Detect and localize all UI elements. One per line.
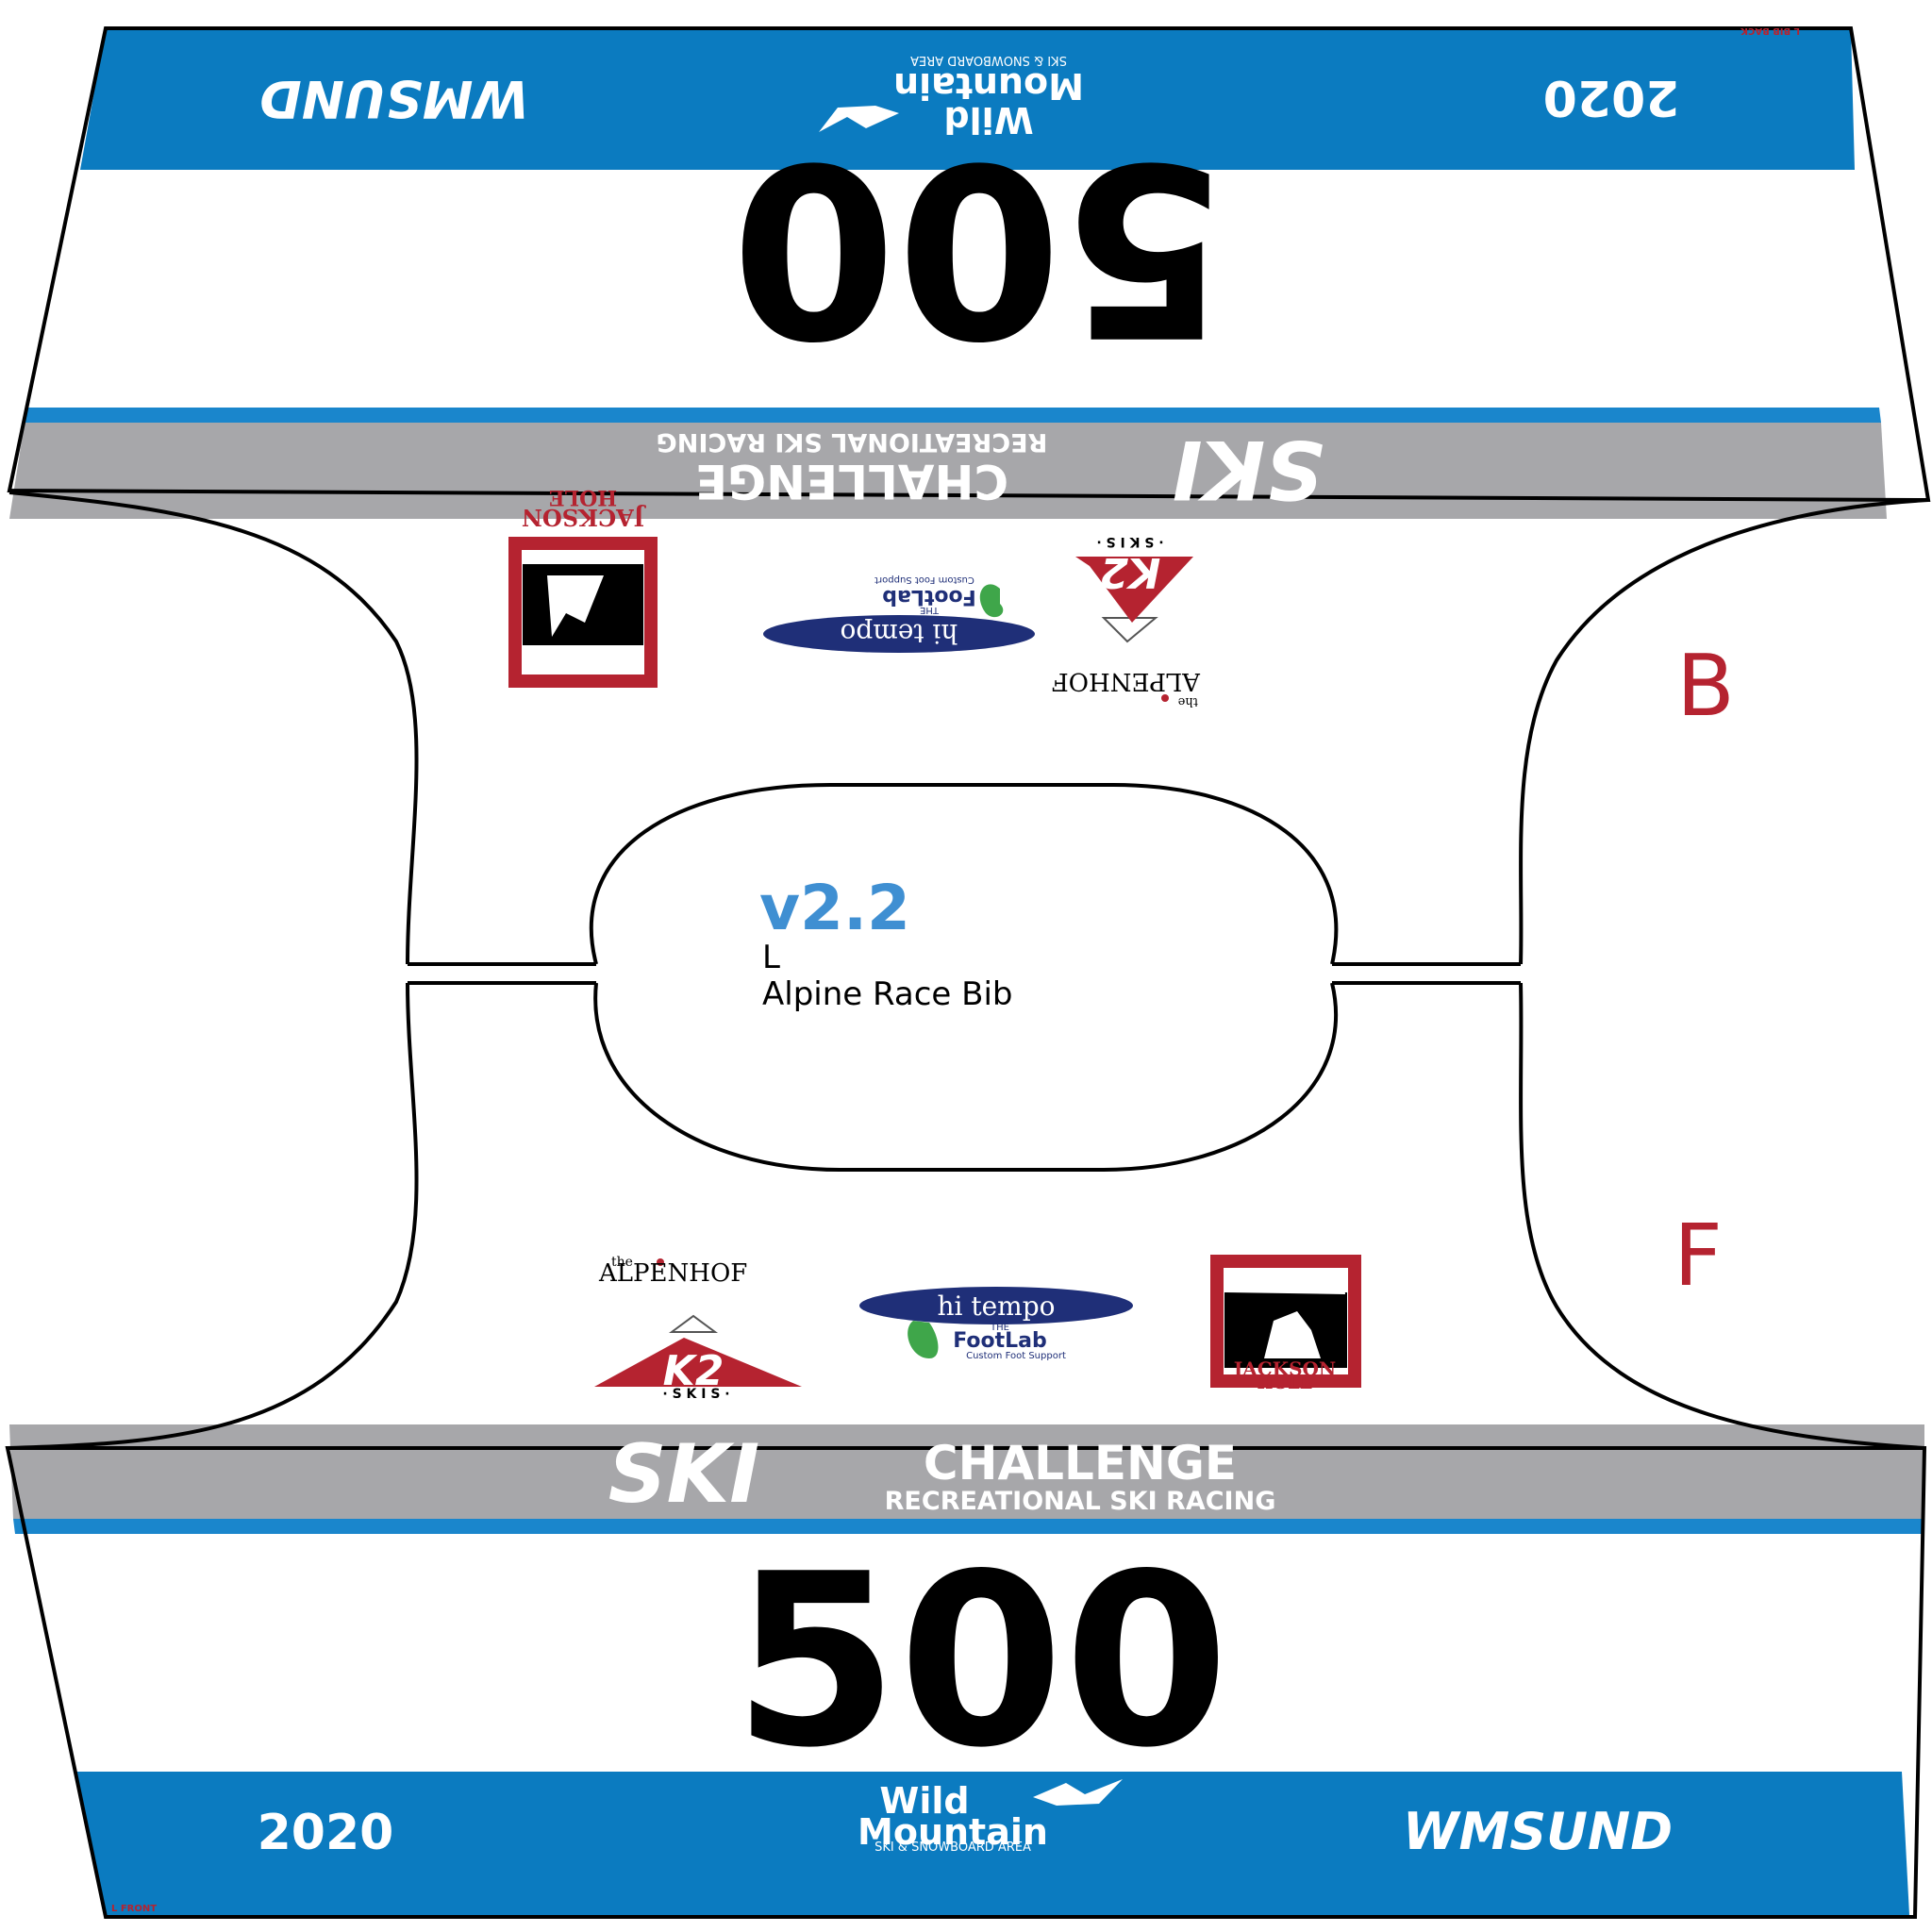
svg-text:hi tempo: hi tempo	[937, 1291, 1055, 1322]
svg-text:the: the	[611, 1255, 633, 1270]
neck-hole	[589, 783, 1339, 1172]
version-label: v2.2	[759, 872, 910, 944]
svg-text:HOLE: HOLE	[549, 485, 617, 509]
front-challenge-wordmark: CHALLENGE	[924, 1436, 1237, 1491]
front-mountain-wordmark: Mountain	[858, 1811, 1048, 1853]
front-hitempo-logo: hi tempo THE FootLab Custom Foot Support	[859, 1287, 1133, 1361]
front-ski-wordmark: SKI	[608, 1427, 760, 1522]
svg-text:· S K I S ·: · S K I S ·	[662, 1387, 729, 1402]
svg-text:THE: THE	[920, 605, 940, 615]
svg-text:ALPENHOF: ALPENHOF	[1052, 667, 1201, 695]
front-bib-number: 500	[733, 1524, 1229, 1800]
front-wild-wordmark: Wild	[879, 1780, 969, 1822]
front-panel: SKI CHALLENGE RECREATIONAL SKI RACING 50…	[5, 1424, 1927, 1919]
back-bib-number: 500	[731, 109, 1227, 386]
front-year: 2020	[258, 1805, 394, 1861]
front-k2-logo: K2 · S K I S ·	[594, 1314, 802, 1402]
back-corner-mark: L BIB BACK	[1740, 25, 1800, 36]
back-area-wordmark: SKI & SNOWBOARD AREA	[910, 53, 1067, 67]
svg-text:FootLab: FootLab	[953, 1329, 1047, 1353]
svg-text:the: the	[1177, 694, 1198, 708]
front-corner-mark: L FRONT	[111, 1904, 157, 1914]
front-team-code: WMSUND	[1403, 1802, 1673, 1861]
front-blue-stripe	[13, 1519, 1924, 1534]
back-team-code: WMSUND	[259, 69, 529, 128]
body-outline	[7, 491, 1929, 1450]
size-label: L	[762, 939, 780, 976]
back-ski-wordmark: SKI	[1173, 422, 1324, 516]
back-jackson-hole-logo: JACKSON HOLE	[508, 485, 658, 688]
front-racing-wordmark: RECREATIONAL SKI RACING	[885, 1487, 1276, 1516]
front-side-letter: F	[1674, 1207, 1723, 1306]
svg-text:Custom Foot Support: Custom Foot Support	[966, 1351, 1066, 1361]
back-alpenhof-logo: the ALPENHOF	[1052, 667, 1201, 708]
front-sponsor-logos: the ALPENHOF K2 · S K I S · hi tempo THE…	[594, 1255, 1361, 1402]
front-bird-icon	[1033, 1779, 1123, 1806]
svg-text:hi tempo: hi tempo	[840, 618, 958, 649]
back-panel: 500 2020 WMSUND Wild Mountain SKI & SNOW…	[7, 26, 1931, 519]
back-bird-icon	[819, 106, 899, 132]
svg-text:ALPENHOF: ALPENHOF	[598, 1259, 747, 1288]
svg-text:Custom Foot Support: Custom Foot Support	[874, 575, 974, 585]
front-jackson-hole-logo: JACKSON HOLE	[1210, 1255, 1361, 1393]
back-gray-band	[9, 423, 1887, 519]
svg-text:JACKSON: JACKSON	[1232, 1357, 1336, 1380]
svg-text:JACKSON: JACKSON	[522, 504, 646, 531]
front-number-area	[15, 1534, 1924, 1772]
back-side-letter: B	[1676, 637, 1735, 736]
back-challenge-wordmark: CHALLENGE	[695, 454, 1008, 508]
svg-text:· S K I S ·: · S K I S ·	[1096, 534, 1163, 549]
svg-text:FootLab: FootLab	[882, 585, 976, 608]
back-wild-wordmark: Wild	[943, 99, 1033, 141]
front-blue-band	[75, 1772, 1909, 1915]
back-blue-stripe	[25, 408, 1881, 423]
back-k2-logo: K2 · S K I S ·	[1075, 534, 1193, 643]
product-label: Alpine Race Bib	[762, 975, 1013, 1013]
front-outline	[5, 1446, 1927, 1919]
svg-text:K2: K2	[1100, 548, 1161, 596]
back-hitempo-logo: hi tempo THE FootLab Custom Foot Support	[763, 575, 1035, 653]
back-mountain-wordmark: Mountain	[893, 65, 1084, 107]
back-year: 2020	[1543, 69, 1680, 125]
svg-text:HOLE: HOLE	[1257, 1374, 1312, 1393]
svg-text:K2: K2	[663, 1347, 724, 1395]
back-sponsor-logos: JACKSON HOLE hi tempo THE FootLab Custom…	[508, 485, 1201, 708]
front-alpenhof-logo: the ALPENHOF	[598, 1255, 747, 1288]
back-racing-wordmark: RECREATIONAL SKI RACING	[657, 427, 1048, 457]
front-area-wordmark: SKI & SNOWBOARD AREA	[874, 1840, 1031, 1855]
svg-text:THE: THE	[990, 1323, 1009, 1333]
back-blue-band	[80, 28, 1855, 170]
back-number-area	[26, 170, 1879, 408]
